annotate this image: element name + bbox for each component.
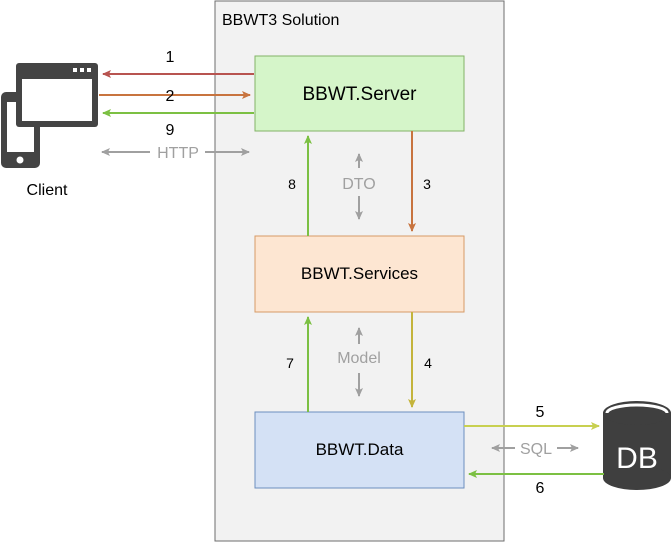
database-label: DB (616, 442, 658, 475)
dto-label: DTO (342, 176, 375, 193)
step-8-label: 8 (288, 176, 296, 192)
client-device-icon (1, 63, 98, 168)
client-label: Client (27, 182, 68, 199)
data-label: BBWT.Data (316, 440, 404, 459)
services-node: BBWT.Services (254, 235, 465, 313)
step-4-label: 4 (424, 355, 432, 371)
sql-label: SQL (520, 441, 552, 458)
step-6-label: 6 (536, 480, 545, 497)
step-3-label: 3 (423, 176, 431, 192)
services-label: BBWT.Services (301, 264, 418, 283)
server-label: BBWT.Server (302, 84, 417, 105)
server-node: BBWT.Server (254, 55, 465, 132)
step-2-label: 2 (166, 88, 175, 105)
step-1-label: 1 (166, 49, 175, 66)
model-label: Model (337, 350, 381, 367)
data-node: BBWT.Data (254, 411, 465, 489)
step-5-label: 5 (536, 404, 545, 421)
step-7-label: 7 (286, 355, 294, 371)
database-icon: DB (603, 401, 671, 490)
step-9-label: 9 (166, 122, 175, 139)
http-label: HTTP (157, 145, 199, 162)
solution-title: BBWT3 Solution (222, 12, 339, 29)
